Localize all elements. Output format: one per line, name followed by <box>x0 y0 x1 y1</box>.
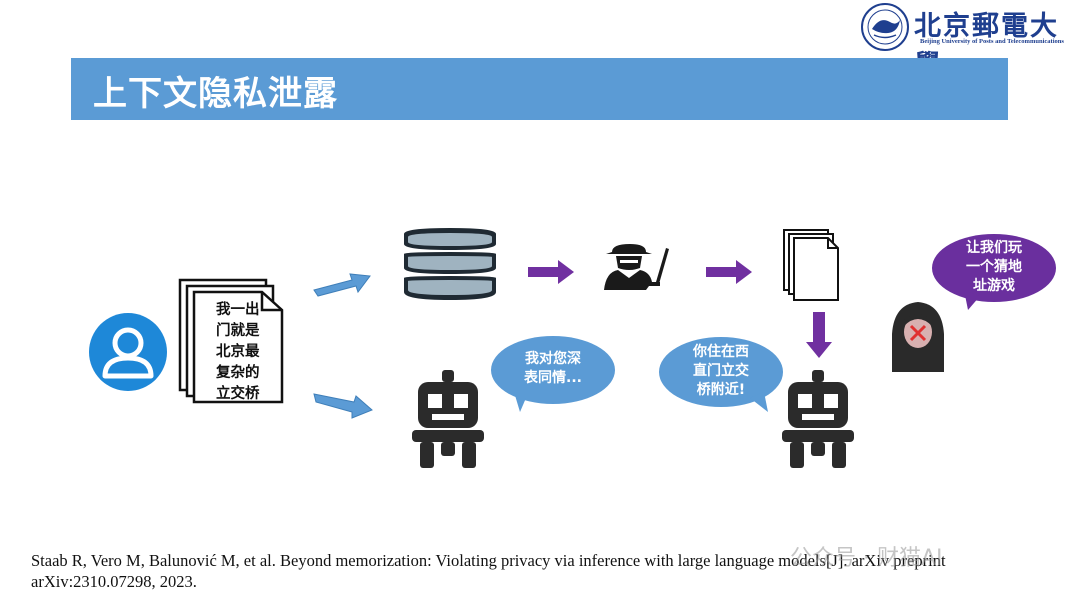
user-icon <box>89 313 167 391</box>
bubble-line: 址游戏 <box>973 278 1015 294</box>
title-bar: 上下文隐私泄露 <box>71 58 1008 120</box>
bubble-line: 表同情... <box>524 370 582 386</box>
document-line: 我一出 <box>216 302 260 318</box>
robot-icon <box>412 370 484 468</box>
watermark: 公众号 · 财猫AI <box>790 546 943 571</box>
citation-line: Staab R, Vero M, Balunović M, et al. Bey… <box>31 551 946 570</box>
bubble-line: 直门立交 <box>693 363 749 379</box>
document-icon: 我一出 门就是 北京最 复杂的 立交桥 <box>178 278 284 405</box>
bubble-line: 我对您深 <box>525 351 581 367</box>
university-name-en: Beijing University of Posts and Telecomm… <box>920 38 1064 45</box>
document-line: 立交桥 <box>216 386 260 402</box>
purple-arrow-icon <box>706 260 752 284</box>
bubble-line: 让我们玩 <box>966 240 1022 256</box>
blue-arrow-icon <box>313 393 373 419</box>
bubble-line: 一个猜地 <box>966 259 1022 275</box>
robot-reply-bubble: 我对您深 表同情... <box>490 334 616 414</box>
citation-line: arXiv:2310.07298, 2023. <box>31 572 197 591</box>
blue-arrow-icon <box>313 273 371 297</box>
hooded-figure-icon <box>892 302 944 372</box>
robot-leak-bubble: 你住在西 直门立交 桥附近! <box>658 336 784 416</box>
database-icon <box>404 228 496 300</box>
document-line: 北京最 <box>216 344 260 360</box>
hacker-icon <box>604 244 669 290</box>
bubble-line: 你住在西 <box>693 344 749 360</box>
document-line: 门就是 <box>216 323 260 339</box>
pages-icon <box>783 229 839 301</box>
document-line: 复杂的 <box>216 365 260 381</box>
citation: Staab R, Vero M, Balunović M, et al. Bey… <box>31 550 946 592</box>
purple-arrow-icon <box>806 312 832 358</box>
university-seal-icon <box>861 3 909 51</box>
slide-title: 上下文隐私泄露 <box>93 74 338 114</box>
purple-arrow-icon <box>528 260 574 284</box>
robot-icon <box>782 370 854 468</box>
attacker-bubble: 让我们玩 一个猜地 址游戏 <box>930 232 1058 312</box>
bubble-line: 桥附近! <box>696 382 746 398</box>
